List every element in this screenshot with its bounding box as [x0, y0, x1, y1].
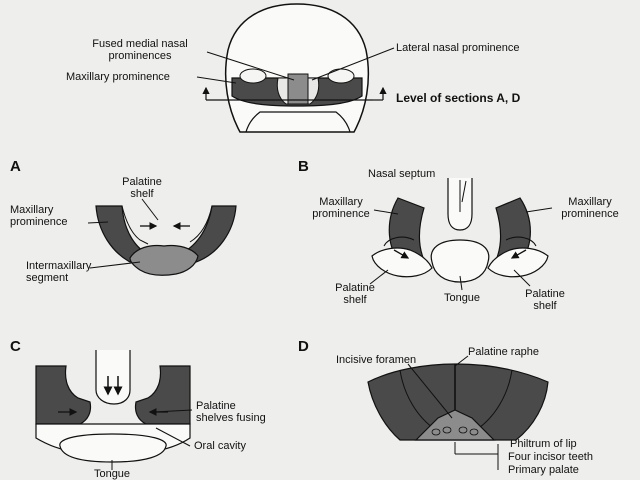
- intermaxillary-segment-label: Intermaxillary segment: [26, 260, 92, 284]
- nasal-septum-c-shape: [95, 350, 131, 405]
- panel-c-section: [35, 350, 193, 470]
- embryo-head: [202, 3, 387, 133]
- panel-b-section: [369, 178, 553, 291]
- panel-b-letter: B: [298, 158, 309, 175]
- panel-d-section: [367, 355, 549, 470]
- section-level-label: Level of sections A, D: [396, 91, 521, 105]
- maxillary-prominence-b-left-label: Maxillary prominence: [312, 196, 370, 220]
- panel-c-letter: C: [10, 338, 21, 355]
- palatine-shelf-a-label: Palatine shelf: [122, 176, 162, 200]
- maxillary-prominence-a-label: Maxillary prominence: [10, 204, 68, 228]
- tongue-c-label: Tongue: [93, 468, 131, 480]
- maxillary-prominence-label: Maxillary prominence: [66, 71, 170, 83]
- panel-a-section: [87, 198, 237, 276]
- palatine-shelf-b-left-label: Palatine shelf: [335, 282, 375, 306]
- lateral-nasal-prominence-label: Lateral nasal prominence: [396, 42, 520, 54]
- fused-medial-nasal: [287, 73, 309, 105]
- palatine-shelves-fusing-label: Palatine shelves fusing: [196, 400, 266, 424]
- philtrum-label: Philtrum of lip: [510, 438, 577, 450]
- right-eye: [327, 68, 355, 84]
- incisor-teeth-label: Four incisor teeth: [508, 451, 593, 463]
- maxillary-prominence-b-right-label: Maxillary prominence: [561, 196, 619, 220]
- top-leader-lines: [196, 47, 395, 84]
- primary-palate-shape: [414, 409, 496, 441]
- incisive-foramen-label: Incisive foramen: [336, 354, 417, 366]
- nasal-septum-label: Nasal septum: [368, 168, 436, 180]
- panel-a-letter: A: [10, 158, 21, 175]
- oral-cavity-label: Oral cavity: [194, 440, 246, 452]
- primary-palate-label: Primary palate: [508, 464, 579, 476]
- left-eye: [239, 68, 267, 84]
- palatine-raphe-label: Palatine raphe: [468, 346, 539, 358]
- secondary-palate-shape: [367, 363, 549, 441]
- panel-d-letter: D: [298, 338, 309, 355]
- tongue-b-label: Tongue: [443, 292, 481, 304]
- fused-medial-nasal-label: Fused medial nasal prominences: [92, 38, 188, 62]
- tongue-c-shape: [59, 433, 167, 463]
- tongue-b-shape: [430, 239, 490, 283]
- intermaxillary-segment-shape: [129, 244, 199, 276]
- palatine-shelf-b-right-label: Palatine shelf: [525, 288, 565, 312]
